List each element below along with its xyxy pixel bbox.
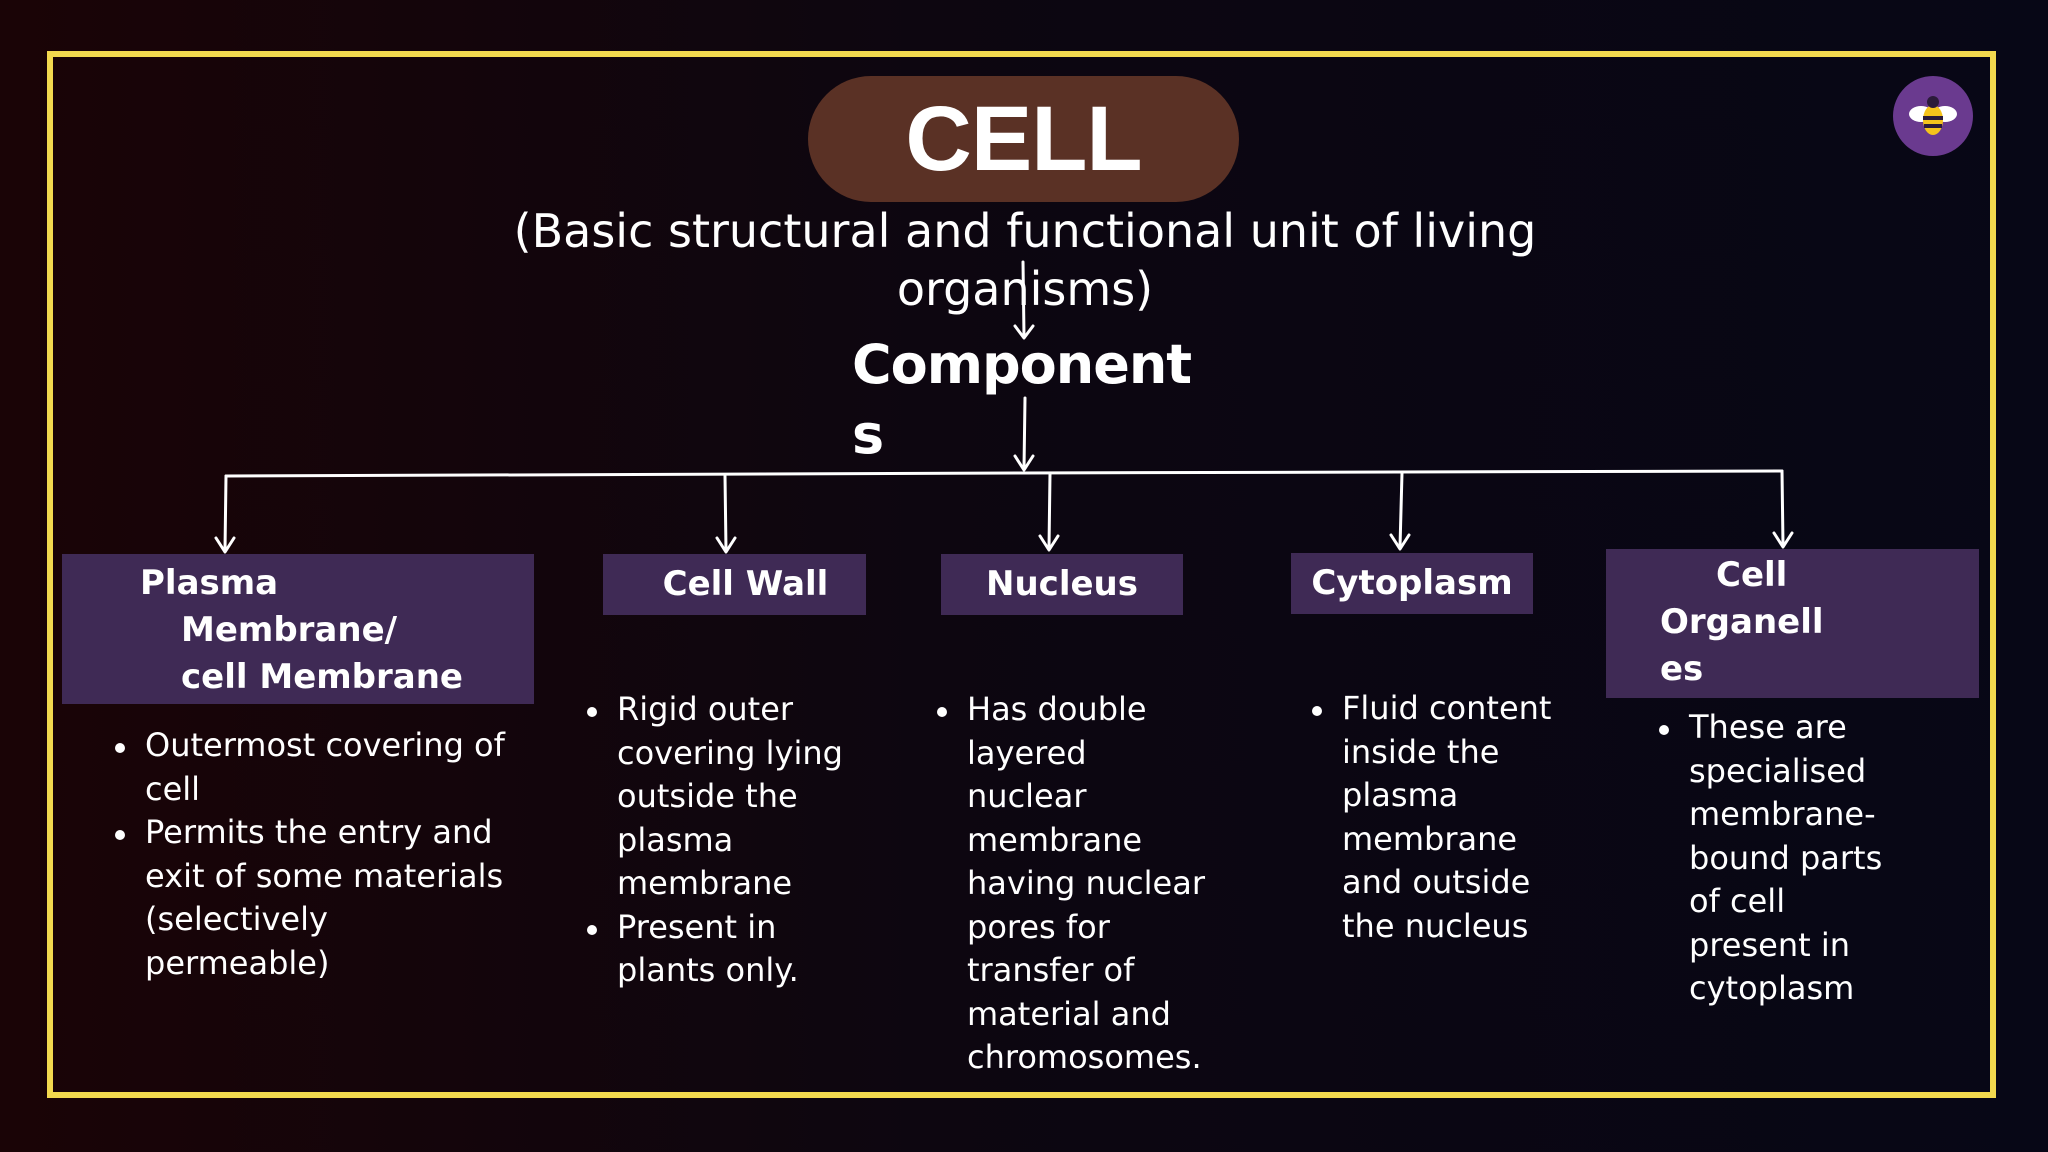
header-plasma-membrane: Plasma Membrane/ cell Membrane bbox=[62, 554, 534, 704]
header-nucleus: Nucleus bbox=[941, 554, 1183, 615]
title: CELL bbox=[905, 88, 1142, 190]
arrow-cytoplasm bbox=[1398, 471, 1404, 549]
cell-wall-points: Rigid outer covering lying outside the p… bbox=[585, 688, 865, 993]
list-item: These are specialised membrane-bound par… bbox=[1657, 706, 1907, 1011]
cell-organelles-points: These are specialised membrane-bound par… bbox=[1657, 706, 1907, 1011]
header-cytoplasm: Cytoplasm bbox=[1291, 553, 1533, 614]
bee-icon bbox=[1893, 76, 1973, 156]
header-cell-organelles: Cell Organell es bbox=[1606, 549, 1979, 698]
header-cell-wall: Cell Wall bbox=[603, 554, 866, 615]
header-line: Cytoplasm bbox=[1311, 563, 1513, 603]
nucleus-points: Has double layered nuclear membrane havi… bbox=[935, 688, 1215, 1080]
arrow-cell-wall bbox=[723, 474, 728, 552]
header-line: es bbox=[1660, 649, 1704, 689]
header-line: Nucleus bbox=[986, 564, 1138, 604]
header-line: Plasma bbox=[140, 563, 279, 603]
list-item: Present in plants only. bbox=[585, 906, 865, 993]
slide-frame bbox=[47, 51, 1996, 1098]
header-line: Cell bbox=[1716, 555, 1788, 595]
list-item: Permits the entry and exit of some mater… bbox=[113, 811, 513, 985]
arrow-components-to-bar bbox=[1022, 396, 1027, 470]
title-pill: CELL bbox=[808, 76, 1239, 202]
header-line: Cell Wall bbox=[662, 564, 829, 604]
header-line: cell Membrane bbox=[181, 657, 463, 697]
header-line: Organell bbox=[1660, 602, 1824, 642]
arrow-title-to-components bbox=[1021, 260, 1026, 338]
arrow-cell-organelles bbox=[1780, 469, 1785, 547]
list-item: Rigid outer covering lying outside the p… bbox=[585, 688, 865, 906]
arrow-nucleus bbox=[1047, 472, 1052, 550]
plasma-membrane-points: Outermost covering of cell Permits the e… bbox=[113, 724, 513, 985]
list-item: Has double layered nuclear membrane havi… bbox=[935, 688, 1215, 1080]
branch-bar bbox=[224, 469, 1784, 478]
cytoplasm-points: Fluid content inside the plasma membrane… bbox=[1310, 687, 1580, 948]
list-item: Fluid content inside the plasma membrane… bbox=[1310, 687, 1580, 948]
list-item: Outermost covering of cell bbox=[113, 724, 513, 811]
header-line: Membrane/ bbox=[181, 610, 398, 650]
arrow-plasma-membrane bbox=[223, 474, 228, 552]
components-label: Components bbox=[852, 333, 1192, 466]
subtitle: (Basic structural and functional unit of… bbox=[513, 204, 1537, 316]
